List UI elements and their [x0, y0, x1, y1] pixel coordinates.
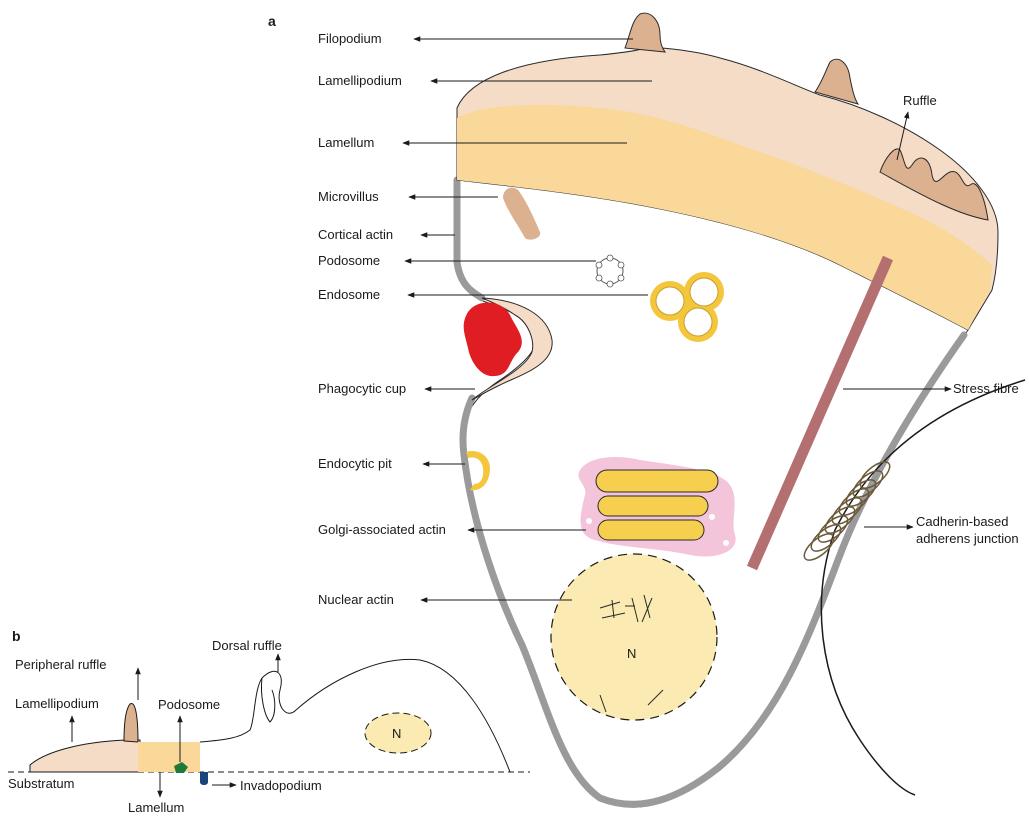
lamellum-side [138, 742, 200, 772]
cell-side-outline [200, 659, 510, 772]
lamellipodium-side [30, 740, 140, 772]
nucleus-b-label: N [392, 726, 401, 741]
label-endosome: Endosome [318, 287, 380, 302]
dorsal-ruffle-shape [261, 678, 274, 722]
panel-a-label: a [268, 13, 276, 29]
label-podosome: Podosome [318, 253, 380, 268]
nucleus-a [551, 554, 717, 720]
panel-b-label: b [12, 628, 21, 644]
label-b-podosome: Podosome [158, 697, 220, 712]
label-b-substratum: Substratum [8, 776, 74, 791]
label-lamellum: Lamellum [318, 135, 374, 150]
label-ruffle: Ruffle [903, 93, 937, 108]
label-stress-fibre: Stress fibre [953, 381, 1019, 396]
filopodium-1 [625, 13, 665, 52]
peripheral-ruffle-side [124, 703, 138, 742]
panel-a-cell: N [457, 13, 1025, 807]
label-microvillus: Microvillus [318, 189, 379, 204]
label-b-invadopodium: Invadopodium [240, 778, 322, 793]
nucleus-a-label: N [627, 646, 636, 661]
label-cadherin-1: Cadherin-based [916, 514, 1009, 529]
label-b-lamellum: Lamellum [128, 800, 184, 815]
label-filopodium: Filopodium [318, 31, 382, 46]
label-golgi-actin: Golgi-associated actin [318, 522, 446, 537]
label-endocytic-pit: Endocytic pit [318, 456, 392, 471]
label-phagocytic-cup: Phagocytic cup [318, 381, 406, 396]
label-b-peripheral-ruffle: Peripheral ruffle [15, 657, 107, 672]
panel-b: b N Peripheral ruffle Dorsal ruffle Lame… [8, 628, 530, 815]
label-b-lamellipodium: Lamellipodium [15, 696, 99, 711]
label-lamellipodium: Lamellipodium [318, 73, 402, 88]
invadopodium-side [200, 772, 208, 785]
label-cortical-actin: Cortical actin [318, 227, 393, 242]
label-nuclear-actin: Nuclear actin [318, 592, 394, 607]
label-b-dorsal-ruffle: Dorsal ruffle [212, 638, 282, 653]
label-cadherin-2: adherens junction [916, 531, 1019, 546]
golgi [578, 457, 735, 556]
